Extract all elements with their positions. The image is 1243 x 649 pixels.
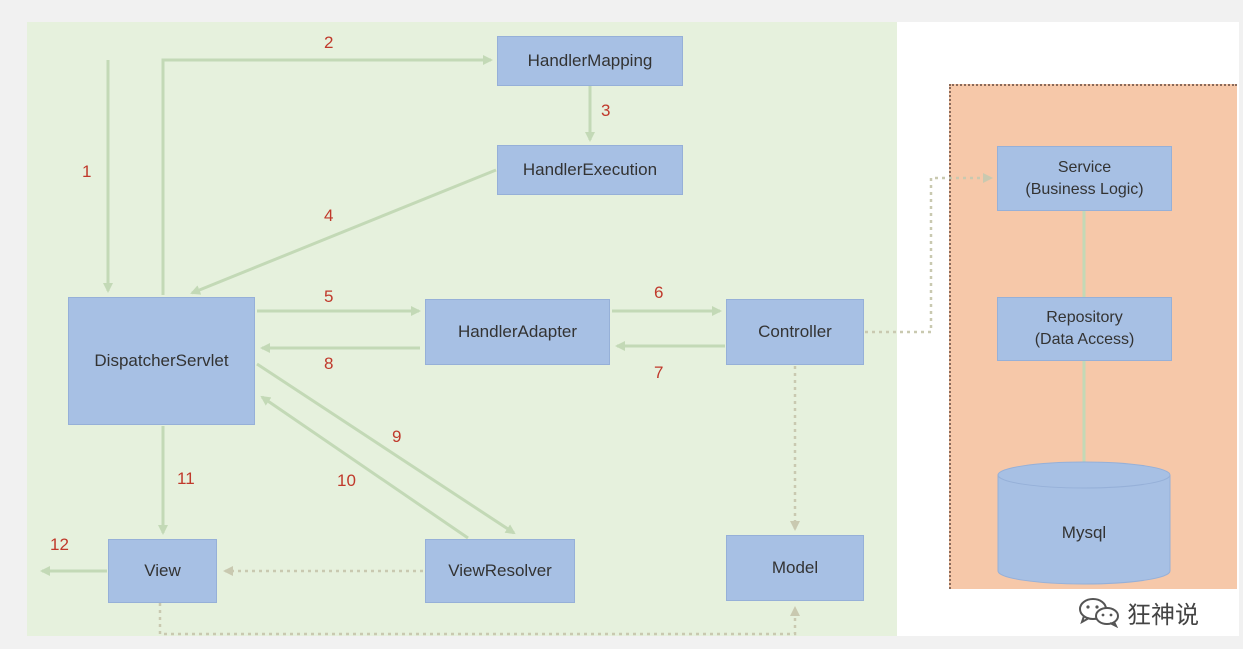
watermark: 狂神说: [1077, 596, 1199, 629]
step-2: 2: [324, 33, 334, 52]
step-4: 4: [324, 206, 334, 225]
model-box: Model: [726, 535, 864, 601]
arrow-4: [190, 168, 497, 295]
mysql-database: Mysql: [997, 461, 1171, 585]
step-3: 3: [601, 101, 611, 120]
step-8: 8: [324, 354, 334, 373]
view-box: View: [108, 539, 217, 603]
mysql-label: Mysql: [1061, 523, 1107, 542]
view-resolver-box: ViewResolver: [425, 539, 575, 603]
step-9: 9: [392, 427, 402, 446]
step-11: 11: [177, 469, 195, 488]
step-7: 7: [654, 363, 664, 382]
step-12: 12: [50, 535, 69, 554]
step-1: 1: [82, 162, 92, 181]
arrow-2: [161, 55, 493, 295]
handler-execution-box: HandlerExecution: [497, 145, 683, 195]
handler-adapter-box: HandlerAdapter: [425, 299, 610, 365]
dispatcher-servlet-box: DispatcherServlet: [68, 297, 255, 425]
arrow-10: [260, 395, 469, 540]
arrow-9: [256, 362, 516, 535]
repository-box: Repository (Data Access): [997, 297, 1172, 361]
watermark-text: 狂神说: [1127, 600, 1199, 629]
arrow-controller-service: [865, 173, 993, 334]
step-10: 10: [337, 471, 356, 490]
handler-mapping-box: HandlerMapping: [497, 36, 683, 86]
controller-box: Controller: [726, 299, 864, 365]
step-6: 6: [654, 283, 664, 302]
arrow-view-model: [158, 603, 800, 636]
wechat-icon: [1077, 596, 1121, 628]
step-5: 5: [324, 287, 334, 306]
service-box: Service (Business Logic): [997, 146, 1172, 211]
